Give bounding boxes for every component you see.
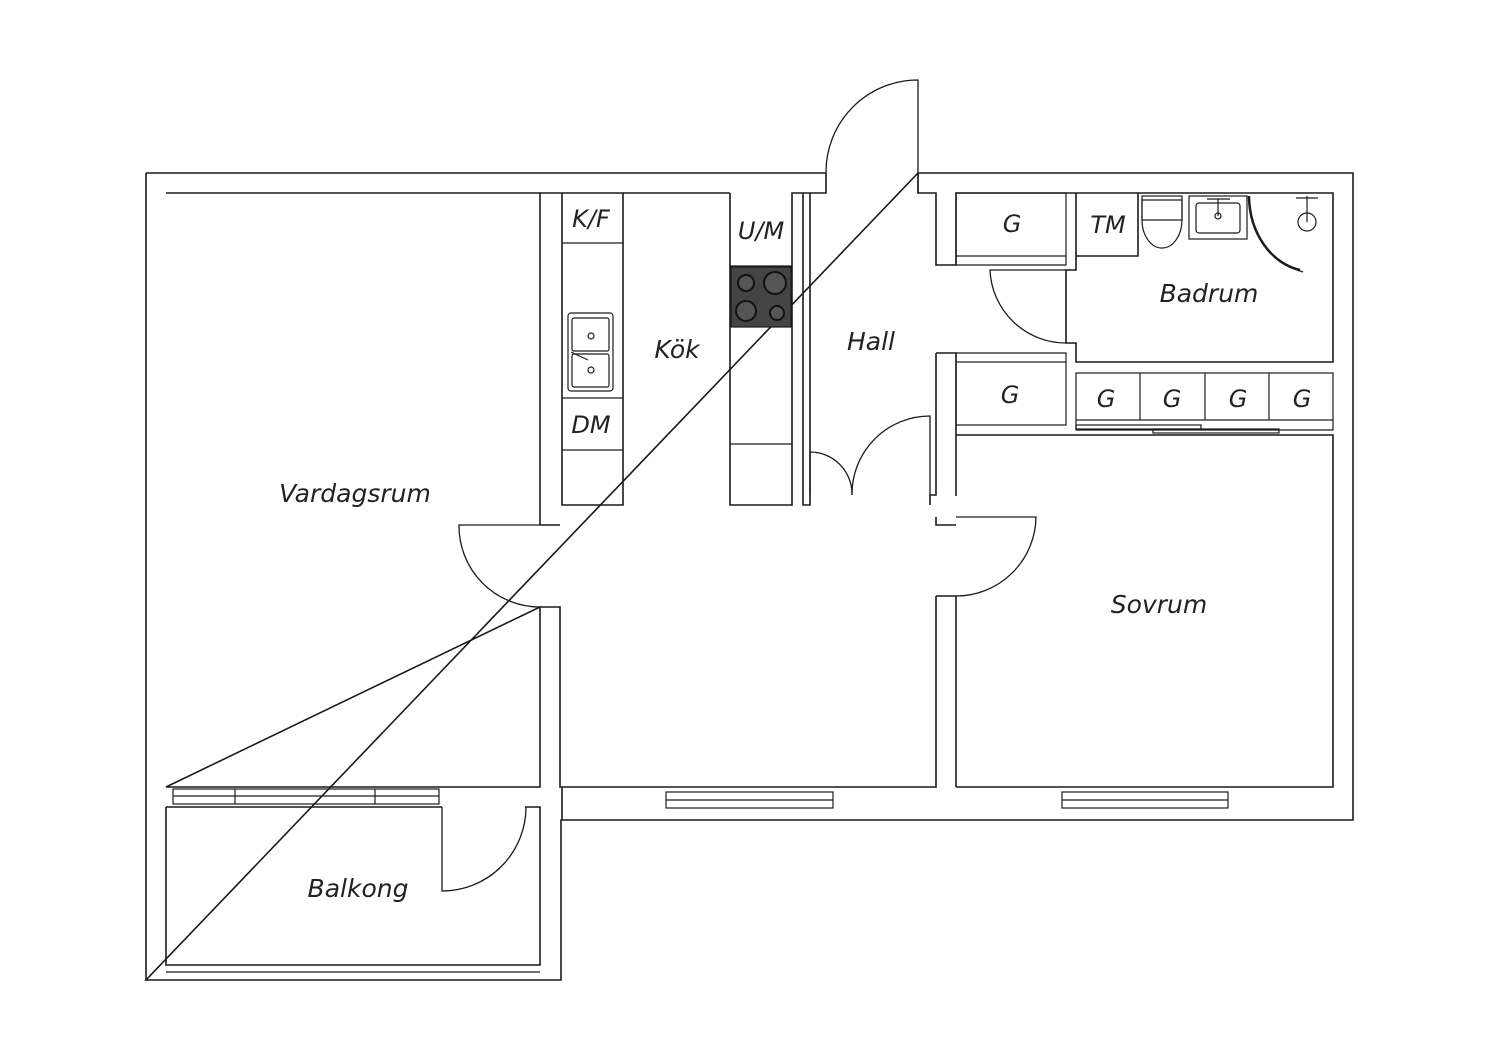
bathroom-area (989, 192, 1334, 363)
toilet-icon (1141, 195, 1183, 249)
fixture-label-dishwasher: DM (571, 411, 610, 439)
room-label-living: Vardagsrum (279, 479, 431, 508)
shower-icon (1247, 195, 1318, 273)
hall-wardrobes (955, 192, 1067, 426)
hall-area (802, 79, 1066, 787)
room-label-hall: Hall (847, 327, 895, 356)
wardrobe-label: G (1229, 385, 1248, 413)
stove-icon (730, 266, 792, 328)
room-label-bathroom: Badrum (1160, 279, 1259, 308)
room-label-balcony: Balkong (308, 874, 409, 903)
wardrobe-label: G (1097, 385, 1116, 413)
kitchen-area (458, 192, 937, 820)
balcony-area (165, 788, 541, 973)
fixture-label-washing-machine: TM (1090, 211, 1126, 239)
fixture-label-fridge-freezer: K/F (572, 205, 611, 233)
wardrobe-label: G (1001, 381, 1020, 409)
fixture-label-oven-microwave: U/M (738, 217, 785, 245)
bedroom-area (956, 372, 1334, 809)
wardrobe-label: G (1293, 385, 1312, 413)
washbasin-icon (1188, 195, 1248, 240)
wardrobe-label: G (1163, 385, 1182, 413)
sink-icon (567, 312, 614, 392)
room-label-kitchen: Kök (654, 335, 701, 364)
room-label-bedroom: Sovrum (1111, 590, 1207, 619)
wardrobe-label: G (1003, 210, 1022, 238)
